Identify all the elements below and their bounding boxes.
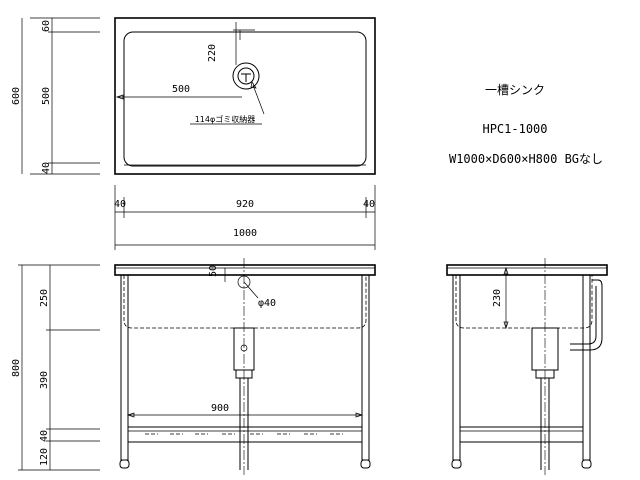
height-shelf-dim: 40 — [39, 430, 50, 442]
depth-front-dim: 60 — [41, 20, 52, 32]
drain-inner-circle — [237, 67, 255, 85]
front-view: 900 50 φ40 — [114, 258, 376, 475]
width-total-dim: 1000 — [233, 228, 257, 239]
height-dimensions: 800 250 390 40 120 — [11, 264, 100, 471]
drain-offset-dim: 50 — [208, 265, 219, 277]
side-shelf — [459, 426, 584, 443]
front-shelf — [127, 426, 363, 443]
height-leg-dim: 390 — [39, 371, 50, 389]
side-view: 230 — [446, 258, 608, 475]
top-view-bowl — [123, 31, 367, 167]
side-leg-right — [582, 274, 591, 461]
top-view-outline — [114, 17, 376, 175]
height-foot-dim: 120 — [39, 448, 50, 466]
depth-total-dim: 600 — [11, 87, 22, 105]
drain-diameter-dim: φ40 — [258, 298, 276, 309]
height-bowl-dim: 250 — [39, 289, 50, 307]
width-bowl-dim: 920 — [236, 199, 254, 210]
top-depth-dimensions: 600 60 500 40 — [11, 17, 100, 175]
trap-callout: 114φゴミ収納器 — [195, 114, 256, 124]
width-side-left-dim: 40 — [114, 199, 126, 210]
overflow-pipe — [570, 279, 603, 351]
front-leg-right — [361, 274, 370, 461]
side-leg-left — [452, 274, 461, 461]
drain-outer-circle — [232, 62, 260, 90]
depth-rear-dim: 40 — [41, 162, 52, 174]
shelf-width-dim: 900 — [211, 403, 229, 414]
product-model: HPC1-1000 — [482, 122, 547, 136]
depth-bowl-dim: 500 — [41, 87, 52, 105]
product-name: 一槽シンク — [485, 83, 545, 97]
top-view: 220 500 114φゴミ収納器 — [114, 17, 376, 175]
top-width-dimensions: 40 920 40 1000 — [114, 185, 376, 250]
drain-from-left-dim: 500 — [172, 84, 190, 95]
height-total-dim: 800 — [11, 359, 22, 377]
drain-from-back-dim: 220 — [207, 44, 218, 62]
product-size: W1000×D600×H800 BGなし — [449, 152, 603, 166]
side-bowl-depth-dim: 230 — [492, 289, 503, 307]
width-side-right-dim: 40 — [363, 199, 375, 210]
front-leg-left — [120, 274, 129, 461]
title-block: 一槽シンク HPC1-1000 W1000×D600×H800 BGなし — [449, 83, 603, 166]
